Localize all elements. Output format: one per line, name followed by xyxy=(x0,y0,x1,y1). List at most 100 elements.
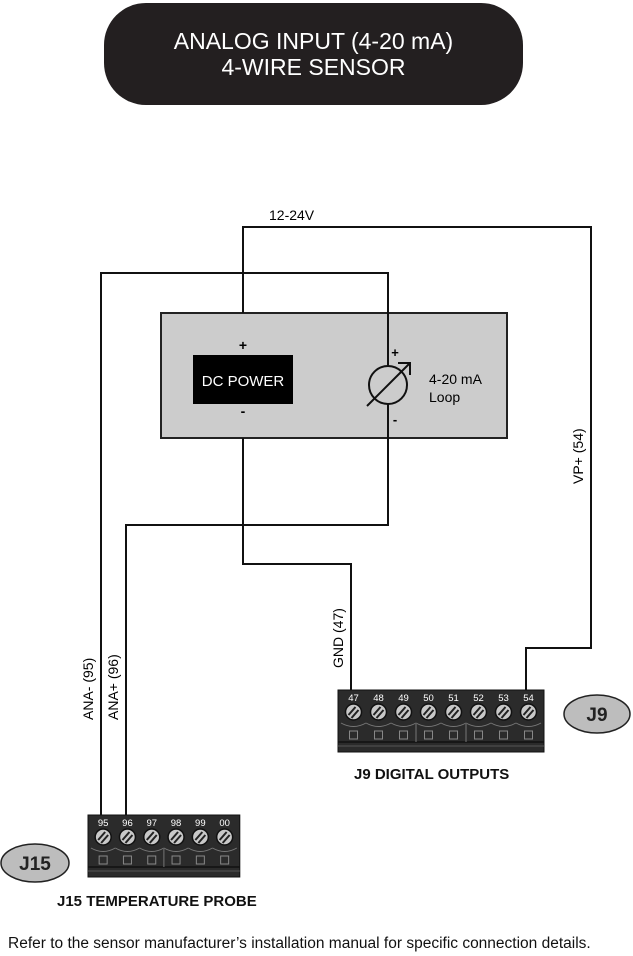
j9-terminal-label: 52 xyxy=(473,693,484,704)
j15-scallop xyxy=(90,847,116,852)
j9-screw-icon[interactable] xyxy=(394,703,413,721)
j9-screw-icon[interactable] xyxy=(519,703,538,721)
j9-scallop xyxy=(390,722,417,727)
j9-wire-entry xyxy=(449,730,458,740)
j15-screw-slot xyxy=(218,831,228,841)
current-loop-icon xyxy=(366,362,411,407)
j9-screw-slot xyxy=(375,709,385,719)
j15-screw-slot xyxy=(97,831,106,841)
j15-scallop xyxy=(163,847,189,852)
j15-badge: J15 xyxy=(0,843,70,883)
j15-screw-icon[interactable] xyxy=(94,828,112,846)
j9-screw-slot xyxy=(522,706,532,716)
j9-wire-entry xyxy=(474,730,483,740)
j9-screw-icon[interactable] xyxy=(369,703,388,721)
j9-screw-slot xyxy=(447,706,457,716)
j9-wire-entry xyxy=(424,730,433,740)
j9-scallop xyxy=(440,722,467,727)
wire-ana-plus xyxy=(125,438,389,815)
j9-screw-slot xyxy=(372,706,382,716)
j9-screw-slot xyxy=(497,706,507,716)
j15-screw-slot xyxy=(145,831,155,841)
j9-screw-slot xyxy=(400,709,410,719)
j15-wire-entry xyxy=(220,855,230,865)
j15-scallop xyxy=(187,847,213,852)
title-line-1: ANALOG INPUT (4-20 mA) xyxy=(173,28,454,54)
j9-screw-slot xyxy=(422,706,432,716)
wire-ana-minus xyxy=(100,272,389,815)
j15-screw-icon[interactable] xyxy=(118,828,137,846)
j9-terminal-label: 51 xyxy=(448,693,459,704)
j15-terminal-label: 98 xyxy=(171,818,182,829)
loop-minus-label: - xyxy=(393,412,397,427)
j9-terminal-label: 47 xyxy=(348,693,359,704)
title-banner: ANALOG INPUT (4-20 mA) 4-WIRE SENSOR xyxy=(104,3,523,105)
j15-scallop xyxy=(212,847,238,852)
j9-terminal-label: 49 xyxy=(398,693,409,704)
loop-label-line2: Loop xyxy=(429,389,460,405)
j9-screw-slot xyxy=(525,709,535,719)
j15-wire-entry xyxy=(98,855,108,865)
j9-screw-slot xyxy=(347,706,357,716)
dc-power-block xyxy=(193,355,293,404)
j15-screw-slot xyxy=(121,831,131,841)
j9-scallop xyxy=(340,722,367,727)
j9-screw-icon[interactable] xyxy=(419,703,438,721)
j15-wire-entry xyxy=(147,855,157,865)
loop-plus-label: + xyxy=(391,345,399,360)
gnd-wire-label: GND (47) xyxy=(330,608,346,668)
j9-screw-icon[interactable] xyxy=(344,703,363,721)
j15-caption: J15 TEMPERATURE PROBE xyxy=(57,893,257,910)
j15-terminal-label: 96 xyxy=(122,818,133,829)
j15-screw-slot xyxy=(197,834,207,844)
j9-terminal-label: 54 xyxy=(523,693,534,704)
dc-power-label: DC POWER xyxy=(202,373,285,390)
ana-minus-wire-label: ANA- (95) xyxy=(80,658,96,720)
wire-gnd xyxy=(242,438,352,690)
j9-screw-slot xyxy=(425,709,435,719)
j9-screw-slot xyxy=(472,706,482,716)
j9-wire-entry xyxy=(349,730,358,740)
dc-minus-label: - xyxy=(241,403,246,419)
j15-screw-icon[interactable] xyxy=(215,828,234,846)
j15-screw-slot xyxy=(124,834,134,844)
j9-scallop xyxy=(490,722,517,727)
j15-terminal-label: 99 xyxy=(195,818,206,829)
j9-screw-icon[interactable] xyxy=(444,703,463,721)
j9-terminal-label: 50 xyxy=(423,693,434,704)
j15-screw-icon[interactable] xyxy=(167,828,185,846)
j9-scallop xyxy=(415,722,442,727)
j15-wire-entry xyxy=(122,855,132,865)
vp-wire-label: VP+ (54) xyxy=(570,428,586,484)
footer-note: Refer to the sensor manufacturer’s insta… xyxy=(8,935,591,952)
j15-screw-slot xyxy=(100,834,109,844)
j15-scallop xyxy=(115,847,140,852)
title-line-2: 4-WIRE SENSOR xyxy=(221,54,406,80)
j15-wire-entry xyxy=(195,855,205,865)
j9-screw-slot xyxy=(397,706,407,716)
j15-screw-icon[interactable] xyxy=(143,828,161,846)
j9-screw-slot xyxy=(500,709,510,719)
loop-label-line1: 4-20 mA xyxy=(429,371,483,387)
j15-terminal-label: 97 xyxy=(146,818,157,829)
supply-voltage-label: 12-24V xyxy=(269,207,315,223)
ana-plus-wire-label: ANA+ (96) xyxy=(105,654,121,720)
j9-badge-label: J9 xyxy=(586,705,607,726)
j9-screw-icon[interactable] xyxy=(469,703,488,721)
j9-badge: J9 xyxy=(563,694,631,734)
j15-wire-entry xyxy=(171,855,181,865)
j9-screw-icon[interactable] xyxy=(494,703,513,721)
j9-wire-entry xyxy=(399,730,408,740)
j15-screw-icon[interactable] xyxy=(191,828,210,846)
j15-screw-slot xyxy=(221,834,231,844)
j15-screw-slot xyxy=(173,834,182,844)
j15-screw-slot xyxy=(194,831,204,841)
j15-terminal-label: 00 xyxy=(219,818,230,829)
j9-wire-entry xyxy=(499,730,508,740)
j9-scallop xyxy=(515,722,542,727)
j9-screw-slot xyxy=(450,709,460,719)
j9-screw-slot xyxy=(350,709,360,719)
